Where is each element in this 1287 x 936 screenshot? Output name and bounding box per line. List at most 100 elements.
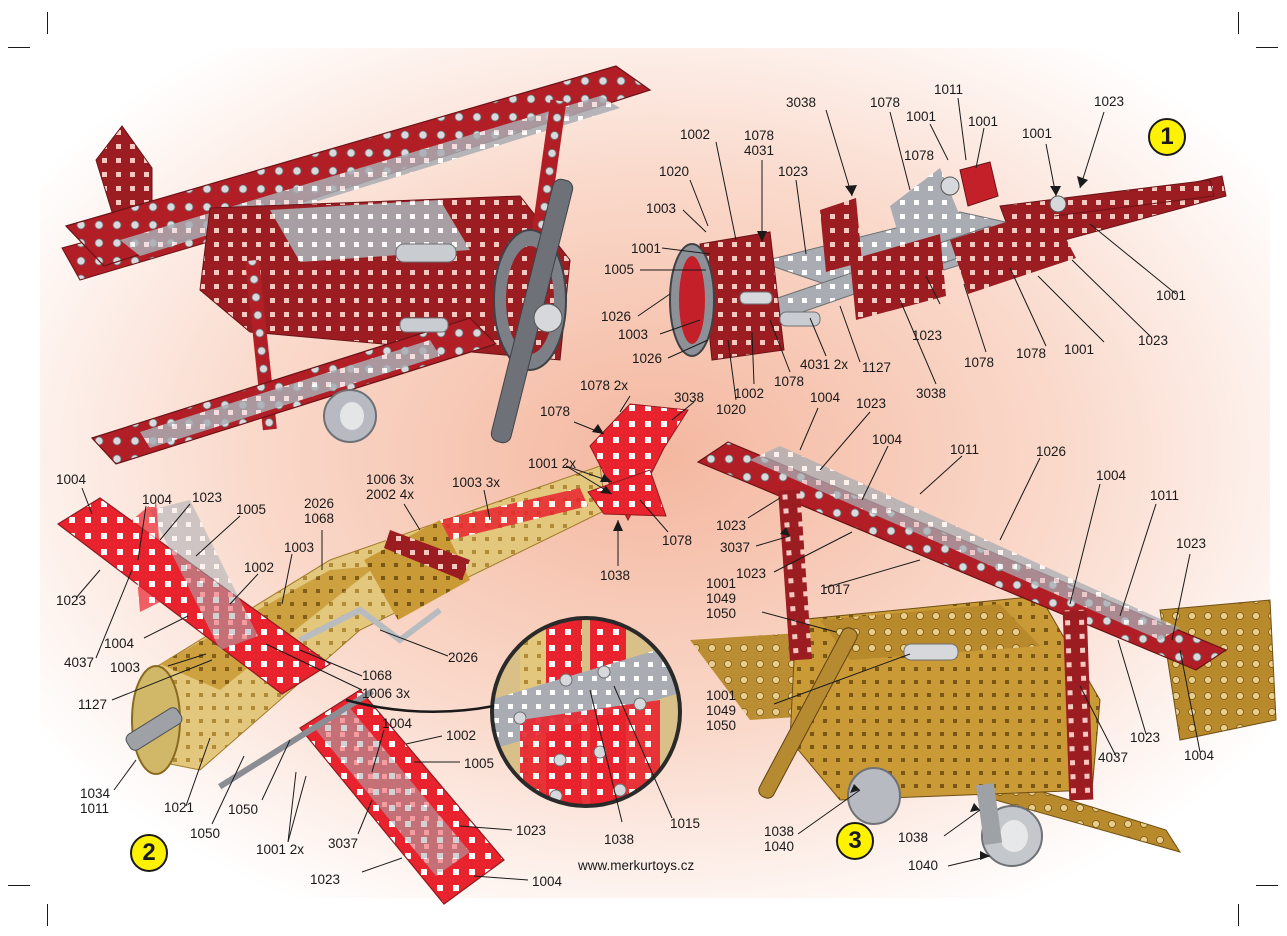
part-label: 1023 [778, 164, 809, 179]
part-label: 1127 [78, 697, 108, 712]
part-label: 1023 [1094, 94, 1125, 109]
part-label: 1023 [192, 490, 223, 505]
part-label: 1023 [736, 566, 767, 581]
part-label: 1002 [244, 560, 275, 575]
part-label: 1011 [950, 442, 980, 457]
part-label: 1004 [872, 432, 903, 447]
part-label: 1078 [904, 148, 935, 163]
trim-mark [8, 47, 30, 48]
part-label: 1023 [1176, 536, 1207, 551]
part-label: 1023 [56, 593, 87, 608]
part-label: 1040 [908, 858, 939, 873]
part-label: 1003 [618, 327, 649, 342]
part-label: 1078 [774, 374, 805, 389]
part-label: 1005 [464, 756, 495, 771]
trim-mark [1238, 904, 1239, 926]
leader-arrowheads [592, 176, 1088, 860]
part-label: 1002 [680, 127, 711, 142]
part-label: 1004 [56, 472, 87, 487]
part-label: 1023 [716, 518, 747, 533]
part-label: 1004 [382, 716, 413, 731]
part-label: 1038 [600, 568, 631, 583]
part-label: 1015 [670, 816, 701, 831]
step-3-biplane [690, 441, 1277, 867]
part-label: 1078 [964, 355, 995, 370]
step-badge-2: 2 [130, 834, 168, 872]
part-label: 1001 1049 1050 [706, 576, 737, 621]
leader-lines [75, 97, 1201, 881]
part-label: 1078 [662, 533, 693, 548]
part-label: 1017 [820, 582, 851, 597]
part-label: 1005 [236, 502, 267, 517]
part-label: 1021 [164, 800, 195, 815]
step-2-assembly [56, 403, 689, 905]
part-label: 1026 [632, 351, 663, 366]
part-label: 1020 [716, 402, 747, 417]
part-label: 1004 [1184, 748, 1215, 763]
part-label: 1004 [104, 636, 135, 651]
trim-mark [1256, 47, 1278, 48]
part-label: 1001 [968, 114, 999, 129]
part-label: 1011 [934, 82, 964, 97]
part-label: 1004 [142, 492, 173, 507]
part-label: 1050 [228, 802, 259, 817]
part-label: 1068 [362, 668, 393, 683]
part-label: 3038 [674, 390, 705, 405]
part-label: 1078 [1016, 346, 1047, 361]
part-label: 1003 [284, 540, 315, 555]
part-label: 1078 [870, 95, 901, 110]
part-label: 1011 [1150, 488, 1180, 503]
step-badge-1: 1 [1148, 118, 1186, 156]
part-label: 1020 [659, 164, 690, 179]
part-label: 1004 [1096, 468, 1127, 483]
trim-mark [47, 904, 48, 926]
part-label: 4037 [1098, 750, 1129, 765]
part-label: 4037 [64, 655, 95, 670]
part-label: 1078 [540, 404, 571, 419]
part-label: 1078 4031 [744, 128, 775, 158]
step-1-frame [669, 161, 1227, 361]
part-label: 1001 [1064, 342, 1095, 357]
part-label: 4031 2x [800, 357, 849, 372]
part-label: 3038 [916, 386, 947, 401]
part-label: 1026 [1036, 444, 1067, 459]
part-label: 1023 [856, 396, 887, 411]
part-label: 2026 1068 [304, 496, 335, 526]
part-label: 1023 [516, 823, 547, 838]
trim-mark [47, 12, 48, 34]
zoom-detail [492, 618, 680, 806]
part-label: 1026 [601, 309, 632, 324]
part-label: 1001 [906, 109, 937, 124]
part-label: 1023 [912, 328, 943, 343]
part-label: 3037 [328, 836, 359, 851]
part-label: 3038 [786, 95, 817, 110]
website-url: www.merkurtoys.cz [578, 858, 695, 873]
part-label: 2026 [448, 650, 479, 665]
part-label: 1023 [1130, 730, 1161, 745]
part-label: 1004 [532, 874, 563, 889]
part-label: 1002 [734, 386, 765, 401]
trim-mark [8, 885, 30, 886]
step-badge-3: 3 [836, 822, 874, 860]
part-label: 1038 [898, 830, 929, 845]
part-label: 1127 [862, 360, 892, 375]
part-label: 1001 1049 1050 [706, 688, 737, 733]
part-label: 1023 [1138, 333, 1169, 348]
part-label: 1003 [110, 660, 141, 675]
part-label: 1050 [190, 826, 221, 841]
part-label: 1002 [446, 728, 477, 743]
part-label: 1001 2x [256, 842, 305, 857]
part-label: 1004 [810, 390, 841, 405]
trim-mark [1238, 12, 1239, 34]
part-label: 1034 1011 [80, 786, 111, 816]
part-label: 1078 2x [580, 378, 629, 393]
part-label: 1023 [310, 872, 341, 887]
part-label: 1003 [646, 201, 677, 216]
part-label: 1003 3x [452, 475, 501, 490]
part-label: 3037 [720, 540, 751, 555]
part-label: 1038 [604, 832, 635, 847]
part-label: 1001 2x [528, 456, 577, 471]
part-label: 1001 [1022, 126, 1053, 141]
